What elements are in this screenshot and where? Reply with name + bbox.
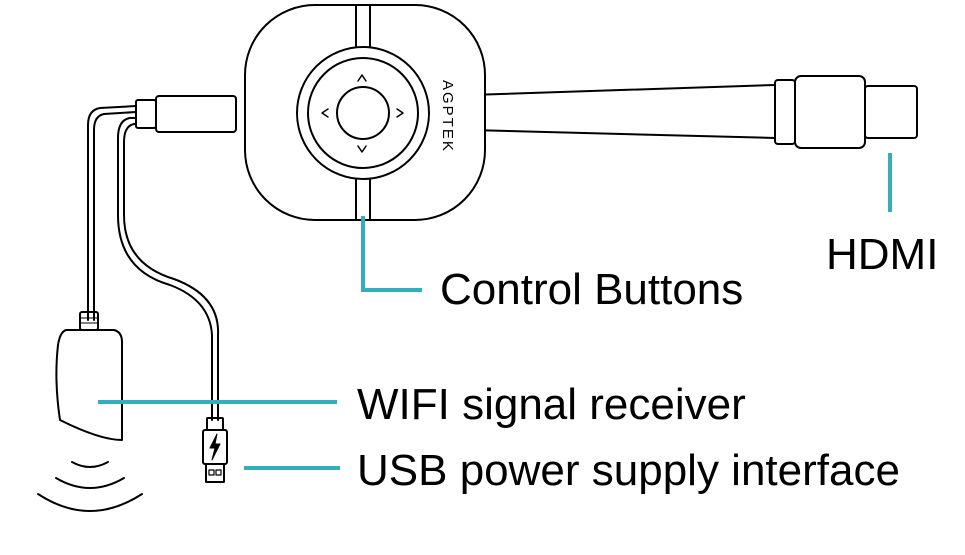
hdmi-label: HDMI bbox=[826, 230, 939, 279]
lightning-bolt-icon bbox=[209, 433, 221, 461]
right-arrow-icon bbox=[396, 108, 404, 118]
brand-logo: AGPTEK bbox=[439, 80, 456, 153]
hdmi-cable bbox=[469, 84, 776, 139]
hdmi-connector bbox=[774, 75, 918, 149]
control-pad bbox=[296, 46, 430, 180]
usb-plug bbox=[135, 95, 237, 133]
down-arrow-icon bbox=[357, 145, 367, 153]
left-arrow-icon bbox=[321, 108, 329, 118]
control-buttons-pointer bbox=[361, 216, 422, 292]
wifi-receiver-label: WIFI signal receiver bbox=[357, 380, 746, 429]
wifi-waves-icon bbox=[37, 461, 143, 512]
control-buttons-label: Control Buttons bbox=[440, 265, 744, 314]
wifi-receiver bbox=[55, 311, 123, 441]
micro-usb-plug bbox=[202, 417, 228, 483]
usb-power-label: USB power supply interface bbox=[357, 446, 900, 495]
up-arrow-icon bbox=[357, 74, 367, 82]
power-cables bbox=[87, 105, 220, 421]
